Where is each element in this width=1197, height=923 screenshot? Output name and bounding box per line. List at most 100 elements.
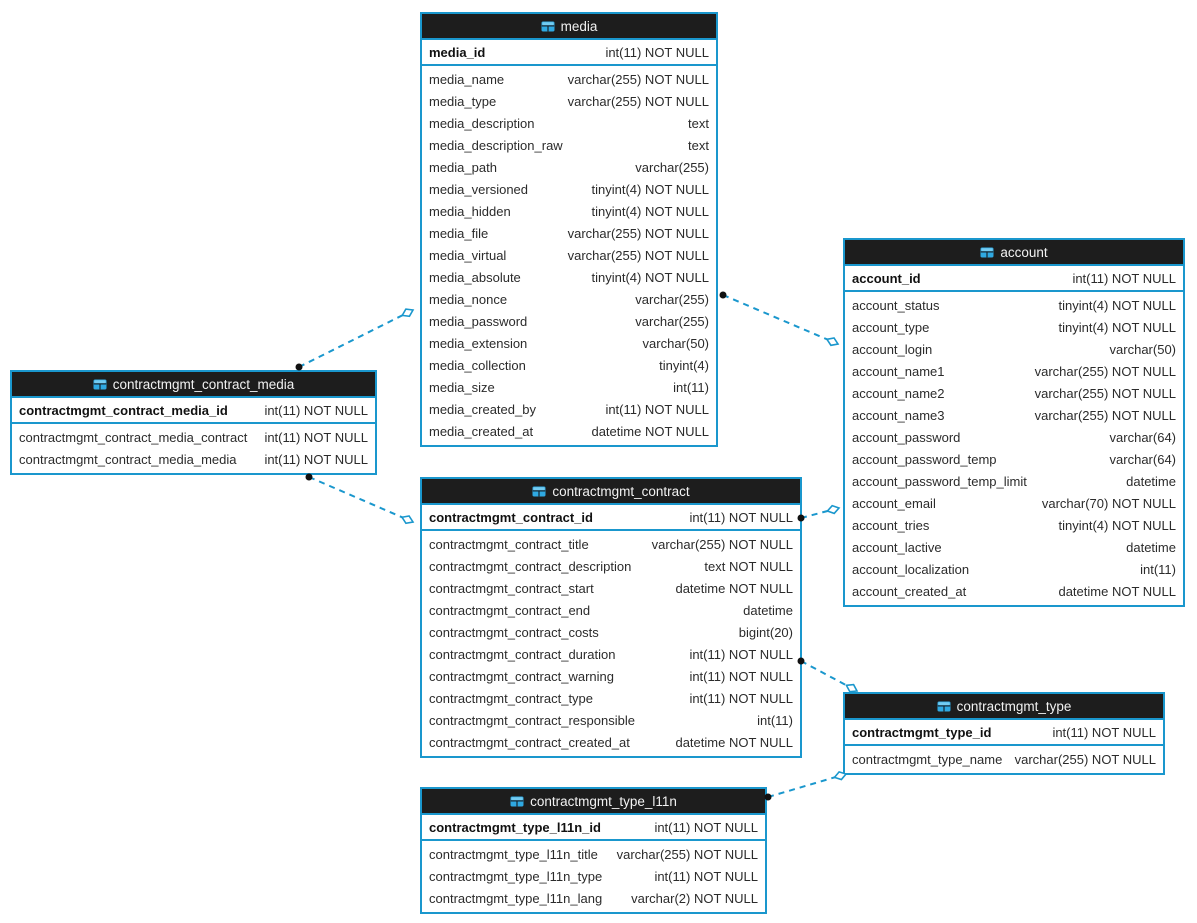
column-type: tinyint(4) NOT NULL [1058, 297, 1176, 313]
column-type: tinyint(4) NOT NULL [591, 203, 709, 219]
column-name: account_login [852, 341, 933, 357]
table-title: contractmgmt_contract_media [112, 376, 295, 392]
column-name: account_id [852, 270, 921, 286]
column-name: media_id [429, 44, 486, 60]
column-name: media_type [429, 93, 497, 109]
column-name: media_nonce [429, 291, 508, 307]
column-type: varchar(255) [635, 313, 709, 329]
column-type: datetime NOT NULL [1058, 583, 1176, 599]
column-name: media_virtual [429, 247, 507, 263]
column-type: varchar(64) [1109, 429, 1176, 445]
table-icon [937, 701, 951, 712]
column-row[interactable]: media_extension varchar(50) [422, 332, 716, 354]
column-name: contractmgmt_contract_title [429, 536, 589, 552]
relationship-contractmgmt_contract-to-account[interactable] [801, 508, 839, 518]
column-name: media_absolute [429, 269, 521, 285]
table-contractmgmt_contract_media[interactable]: contractmgmt_contract_media contractmgmt_… [10, 370, 377, 475]
relationship-contractmgmt_contract_media-to-contractmgmt_contract[interactable] [309, 477, 413, 522]
relationship-contractmgmt_type_l11n-to-contractmgmt_type[interactable] [768, 774, 846, 797]
table-header[interactable]: contractmgmt_contract [422, 479, 800, 505]
table-header[interactable]: contractmgmt_type_l11n [422, 789, 765, 815]
table-header[interactable]: contractmgmt_contract_media [12, 372, 375, 398]
column-type: varchar(255) NOT NULL [651, 536, 793, 552]
table-icon [510, 796, 524, 807]
relationship-media-to-account[interactable] [723, 295, 838, 344]
column-row[interactable]: media_nonce varchar(255) [422, 288, 716, 310]
column-type: int(11) NOT NULL [654, 868, 758, 884]
table-header[interactable]: media [422, 14, 716, 40]
column-name: media_extension [429, 335, 528, 351]
table-contractmgmt_contract[interactable]: contractmgmt_contract contractmgmt_contra… [420, 477, 802, 758]
relationship-contractmgmt_contract_media-to-media[interactable] [299, 310, 413, 367]
column-type: text [688, 137, 709, 153]
column-type: varchar(50) [642, 335, 709, 351]
column-row[interactable]: account_status tinyint(4) NOT NULL [845, 294, 1183, 316]
column-type: varchar(255) [635, 291, 709, 307]
column-name: account_type [852, 319, 930, 335]
table-title: contractmgmt_contract [552, 483, 690, 499]
column-name: account_password_temp [852, 451, 997, 467]
relationship-contractmgmt_contract-to-contractmgmt_type[interactable] [801, 661, 857, 691]
table-header[interactable]: account [845, 240, 1183, 266]
column-name: account_status [852, 297, 940, 313]
column-name: account_name2 [852, 385, 945, 401]
column-name: media_collection [429, 357, 526, 373]
column-row[interactable]: contractmgmt_contract_title varchar(255) … [422, 533, 800, 555]
table-header[interactable]: contractmgmt_type [845, 694, 1163, 720]
